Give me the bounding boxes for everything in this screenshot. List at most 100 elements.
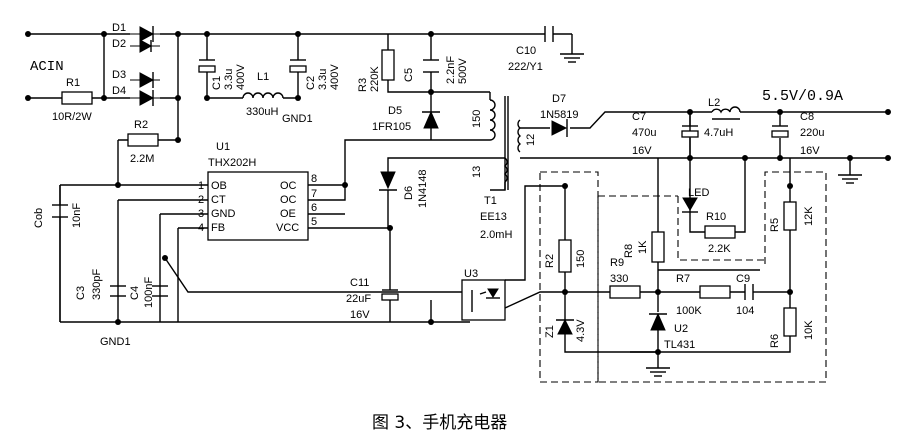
U2-ref: U2 [674, 323, 688, 335]
diode-D7 [551, 119, 568, 137]
inductor-L2 [711, 106, 741, 114]
R7-value: 100K [676, 305, 702, 317]
Z1-ref: Z1 [544, 325, 556, 338]
capacitor-C7 [681, 125, 699, 138]
ground-symbol-bottom [646, 367, 670, 377]
capacitor-C2 [289, 59, 307, 73]
transformer-T1 [489, 96, 522, 190]
D5-value: 1FR105 [372, 121, 411, 133]
capacitor-C8 [771, 125, 789, 138]
D4-ref: D4 [112, 85, 126, 97]
R3-value: 220K [369, 66, 381, 92]
D1-ref: D1 [112, 22, 126, 34]
diode-D3-D4 [130, 72, 160, 106]
U1-pin7-num: 7 [311, 188, 317, 200]
R9-value: 330 [610, 273, 628, 285]
C1-value: 3.3u [223, 69, 235, 90]
Cob-ref: Cob [33, 208, 45, 228]
gnd1-top-label: GND1 [282, 113, 313, 125]
resistor-R9 [609, 285, 641, 299]
L2-ref: L2 [708, 97, 720, 109]
C5-value: 2.2nF [445, 56, 457, 84]
C8-voltage: 16V [800, 145, 820, 157]
diode-D6 [379, 171, 397, 191]
T1-winding-aux: 13 [471, 166, 483, 178]
R7-ref: R7 [676, 273, 690, 285]
D6-ref: D6 [403, 186, 415, 200]
resistor-R2b [558, 239, 572, 273]
Z1-value: 4.3V [575, 319, 587, 342]
capacitor-C9 [744, 284, 760, 300]
ic-U1 [207, 171, 309, 241]
C11-ref: C11 [350, 277, 369, 289]
D2-ref: D2 [112, 38, 126, 50]
U3-ref: U3 [464, 268, 478, 280]
capacitor-C11 [381, 289, 399, 301]
resistor-R5 [783, 201, 797, 231]
C4-value: 100nF [143, 277, 155, 308]
D3-ref: D3 [112, 69, 126, 81]
R10-ref: R10 [706, 211, 726, 223]
C8-ref: C8 [800, 111, 814, 123]
R10-value: 2.2K [708, 243, 731, 255]
R2-ref: R2 [134, 119, 148, 131]
D5-ref: D5 [388, 105, 402, 117]
U1-pin2-num: 2 [198, 194, 204, 206]
T1-ref: T1 [484, 195, 497, 207]
C11-voltage: 16V [350, 309, 370, 321]
capacitor-C3 [110, 285, 126, 297]
C7-value: 470u [632, 127, 656, 139]
C7-voltage: 16V [632, 145, 652, 157]
resistor-R6 [783, 307, 797, 337]
U1-pin8-name: OC [280, 180, 297, 192]
C9-value: 104 [736, 305, 754, 317]
junction-dots [25, 31, 891, 355]
ground-symbol-output [838, 174, 862, 184]
D7-ref: D7 [552, 93, 566, 105]
C2-ref: C2 [305, 76, 317, 90]
C3-ref: C3 [75, 286, 87, 300]
T1-inductance: 2.0mH [480, 229, 512, 241]
R2-value: 2.2M [130, 153, 154, 165]
D7-value: 1N5819 [540, 109, 579, 121]
U1-pin4-name: FB [211, 222, 225, 234]
resistor-R8 [651, 231, 665, 263]
R8-value: 1K [637, 240, 649, 254]
C11-value: 22uF [346, 293, 371, 305]
dashed-boxes [539, 171, 827, 383]
U2-value: TL431 [664, 339, 695, 351]
capacitor-C5 [423, 59, 439, 73]
R5-value: 12K [803, 206, 815, 226]
resistor-R10 [704, 225, 736, 239]
R2b-ref: R2 [544, 254, 556, 268]
R1-value: 10R/2W [52, 111, 92, 123]
U1-pin6-num: 6 [311, 202, 317, 214]
U1-pin5-name: VCC [276, 222, 299, 234]
L2-value: 4.7uH [704, 127, 733, 139]
C2-value: 3.3u [317, 69, 329, 90]
U1-pin3-name: GND [211, 208, 236, 220]
output-rating: 5.5V/0.9A [762, 88, 843, 105]
D6-value: 1N4148 [417, 169, 429, 208]
C1-ref: C1 [211, 76, 223, 90]
resistor-R1 [61, 91, 93, 105]
capacitor-C10 [544, 26, 554, 42]
C7-ref: C7 [632, 111, 646, 123]
gnd1-bottom-label: GND1 [100, 336, 131, 348]
optocoupler-U3 [461, 279, 506, 321]
T1-value: EE13 [480, 211, 507, 223]
C4-ref: C4 [129, 286, 141, 300]
U1-pin2-name: CT [211, 194, 226, 206]
C5-ref: C5 [403, 68, 415, 82]
U1-pin8-num: 8 [311, 173, 317, 185]
R9-ref: R9 [610, 257, 624, 269]
resistor-R2 [127, 133, 159, 147]
L1-ref: L1 [257, 71, 269, 83]
U1-pin3-num: 3 [198, 208, 204, 220]
acin-label: ACIN [30, 59, 64, 75]
capacitor-C1 [198, 59, 216, 73]
C3-value: 330pF [91, 269, 103, 300]
C5-voltage: 500V [457, 58, 469, 84]
inductor-L1 [242, 92, 284, 99]
capacitor-Cob [52, 204, 68, 218]
